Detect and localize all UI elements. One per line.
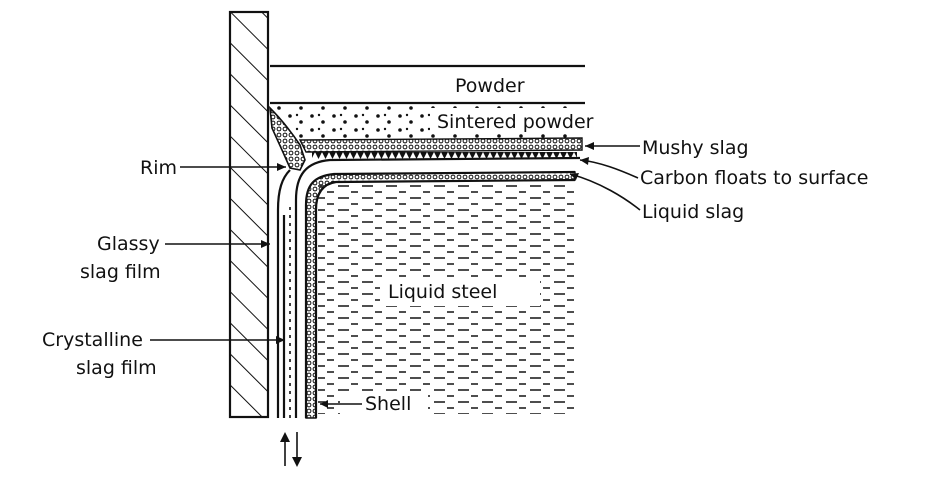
- glassy-label-2: slag film: [80, 261, 161, 283]
- carbon-band: [312, 152, 577, 160]
- liquid-steel-label: Liquid steel: [388, 281, 497, 303]
- carbon-leader: [579, 159, 639, 179]
- powder-label: Powder: [455, 75, 525, 97]
- rim-slag: [268, 105, 306, 171]
- mushy-slag-band: [298, 137, 583, 153]
- liquid-slag-label: Liquid slag: [642, 201, 744, 223]
- mould-wall: [228, 10, 270, 419]
- glassy-label-1: Glassy: [97, 233, 160, 255]
- rim-label: Rim: [140, 157, 177, 179]
- shell-label: Shell: [365, 393, 411, 415]
- crystalline-label-2: slag film: [76, 357, 157, 379]
- mushy-slag-label: Mushy slag: [642, 137, 749, 159]
- powder-layer: [270, 64, 585, 105]
- crystalline-label-1: Crystalline: [42, 329, 143, 351]
- sintered-powder-label: Sintered powder: [437, 111, 594, 133]
- up-down-arrows-icon: [280, 432, 302, 467]
- carbon-floats-label: Carbon floats to surface: [640, 167, 868, 189]
- liquid-slag-leader: [569, 173, 641, 211]
